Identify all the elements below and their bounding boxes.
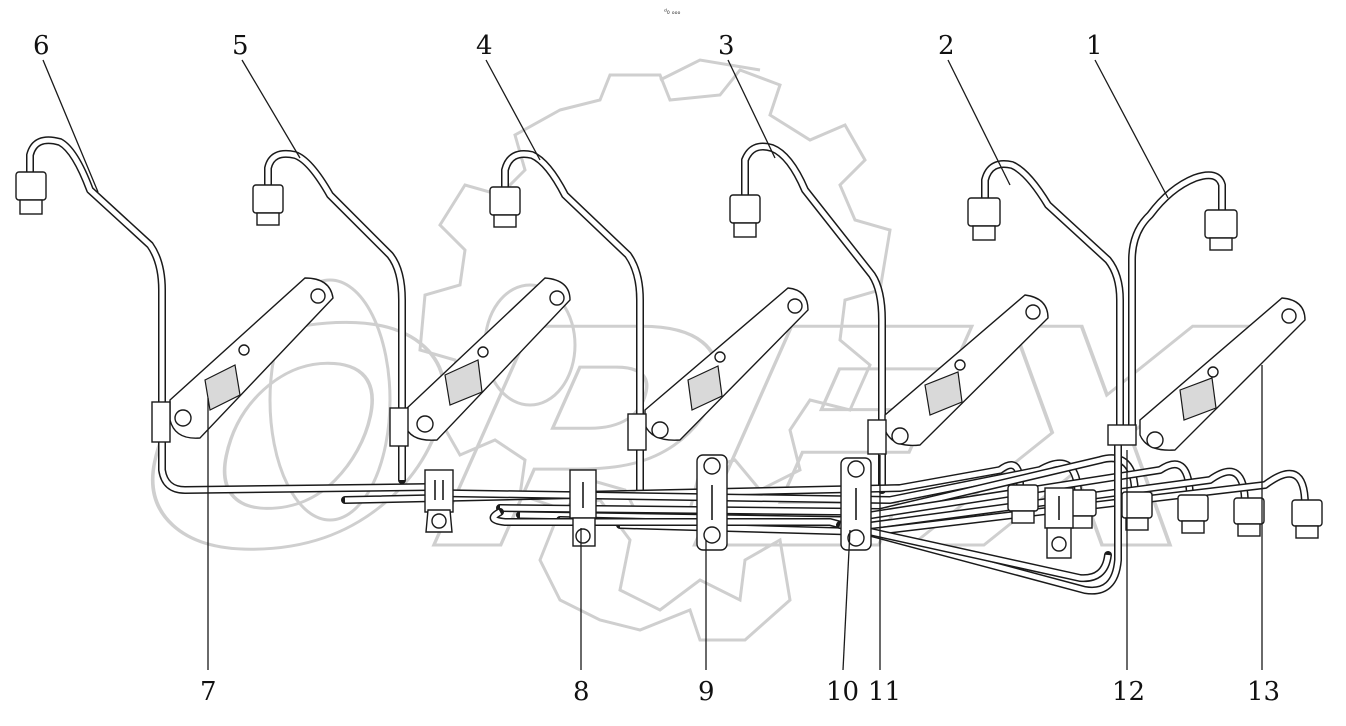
callout-1: 1 xyxy=(1086,31,1103,61)
clamp-12 xyxy=(1044,487,1074,559)
callout-7: 7 xyxy=(200,677,217,707)
nut-lower-c xyxy=(1121,491,1153,531)
callout-13: 13 xyxy=(1247,677,1280,707)
nut-upper-2 xyxy=(967,197,1001,241)
nut-upper-3 xyxy=(729,194,761,238)
clamp-11-left xyxy=(424,469,454,533)
nut-upper-1 xyxy=(1204,209,1238,251)
bracket-3 xyxy=(867,294,1049,455)
injector-pipes xyxy=(26,136,1309,595)
clamps xyxy=(424,454,1074,559)
callout-4: 4 xyxy=(476,31,493,61)
callout-labels: 1 2 3 4 5 6 7 8 9 10 11 12 13 xyxy=(33,31,1280,707)
nut-lower-d xyxy=(1177,494,1209,534)
leader-lines xyxy=(42,59,1263,671)
bracket-4 xyxy=(627,287,809,451)
clamp-9 xyxy=(696,454,728,551)
callout-5: 5 xyxy=(232,31,249,61)
callout-9: 9 xyxy=(698,677,715,707)
callout-8: 8 xyxy=(573,677,590,707)
nut-upper-6 xyxy=(15,171,47,215)
callout-10: 10 xyxy=(826,677,859,707)
callout-11: 11 xyxy=(868,677,901,707)
callout-2: 2 xyxy=(938,31,955,61)
nut-lower-f xyxy=(1291,499,1323,539)
pipe-nuts xyxy=(15,171,1323,539)
clamp-10 xyxy=(840,457,872,551)
callout-3: 3 xyxy=(718,31,735,61)
nut-lower-e xyxy=(1233,497,1265,537)
clamp-8 xyxy=(569,469,597,547)
bracket-5 xyxy=(389,277,571,447)
gear-icon xyxy=(418,68,892,522)
header-mark: ᵈ₀ ₒₒₒ xyxy=(664,8,681,16)
callout-12: 12 xyxy=(1112,677,1145,707)
callout-6: 6 xyxy=(33,31,50,61)
brackets xyxy=(151,277,1306,455)
nut-upper-5 xyxy=(252,184,284,226)
nut-lower-a xyxy=(1007,484,1039,524)
nut-upper-4 xyxy=(489,186,521,228)
bracket-13 xyxy=(1107,297,1306,451)
